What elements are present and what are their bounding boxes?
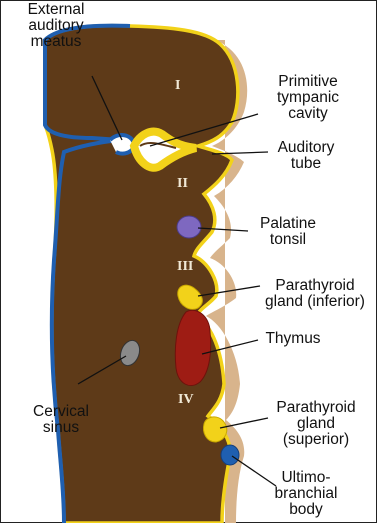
label-primitive-tympanic-cavity: Primitive tympanic cavity [258, 74, 358, 122]
label-line: Ultimo- [266, 470, 346, 486]
label-line: Auditory [260, 140, 352, 156]
parathyroid-superior-shape [204, 417, 227, 442]
arch-ii-label: II [177, 176, 188, 192]
label-ultimobranchial-body: Ultimo- branchial body [266, 470, 346, 518]
label-line: gland (inferior) [256, 294, 374, 310]
palatine-tonsil-shape [177, 216, 201, 238]
label-palatine-tonsil: Palatine tonsil [246, 216, 330, 248]
label-line: Cervical [18, 404, 104, 420]
label-line: auditory [6, 18, 106, 34]
label-cervical-sinus: Cervical sinus [18, 404, 104, 436]
label-line: Parathyroid [256, 278, 374, 294]
label-thymus: Thymus [258, 331, 328, 347]
ultimobranchial-body-shape [221, 445, 239, 465]
thymus-shape [175, 310, 210, 385]
label-line: External [6, 2, 106, 18]
label-line: tonsil [246, 232, 330, 248]
label-parathyroid-superior: Parathyroid gland (superior) [262, 400, 370, 448]
arch-iv-label: IV [178, 392, 194, 408]
label-line: Primitive [258, 74, 358, 90]
label-line: tube [260, 156, 352, 172]
label-parathyroid-inferior: Parathyroid gland (inferior) [256, 278, 374, 310]
label-line: body [266, 502, 346, 518]
label-line: sinus [18, 420, 104, 436]
label-line: branchial [266, 486, 346, 502]
label-line: Palatine [246, 216, 330, 232]
label-line: gland [262, 416, 370, 432]
label-auditory-tube: Auditory tube [260, 140, 352, 172]
label-line: Parathyroid [262, 400, 370, 416]
arch-iii-label: III [177, 259, 193, 275]
label-external-auditory-meatus: External auditory meatus [6, 2, 106, 50]
arch-i-label: I [175, 78, 180, 94]
label-line: (superior) [262, 432, 370, 448]
label-line: tympanic [258, 90, 358, 106]
label-line: Thymus [258, 331, 328, 347]
label-line: cavity [258, 106, 358, 122]
label-line: meatus [6, 34, 106, 50]
mesenchyme-body [45, 26, 238, 523]
